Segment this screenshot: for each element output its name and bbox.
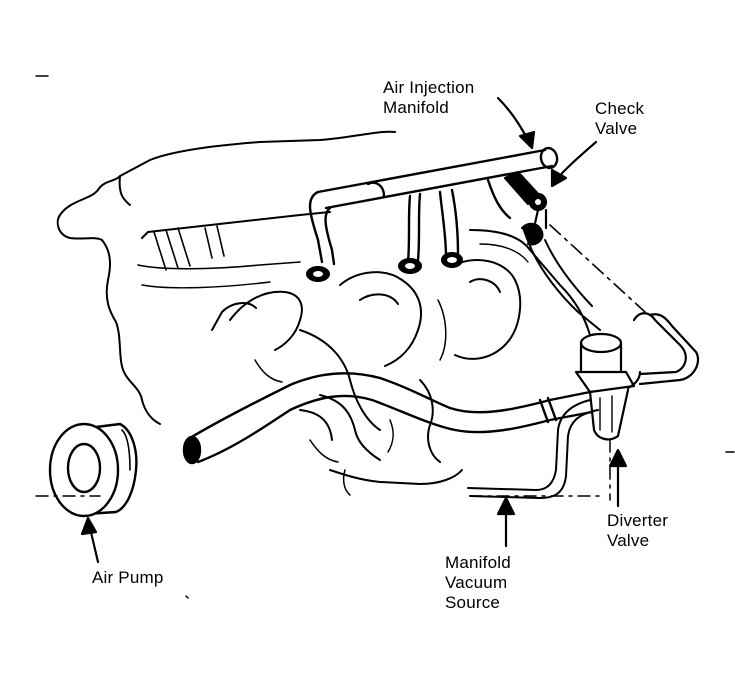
label-line: Vacuum — [445, 573, 508, 592]
reference-lines — [35, 75, 611, 501]
diverter-valve — [574, 312, 700, 441]
air-pump-label: Air Pump — [92, 568, 164, 588]
air-pump — [48, 422, 138, 518]
engine-block — [56, 130, 591, 425]
label-line: Air Pump — [92, 568, 164, 587]
air-injection-manifold-label: Air Injection Manifold — [383, 78, 474, 118]
label-line: Valve — [607, 531, 650, 550]
air-injection-manifold — [308, 146, 559, 266]
check-valve — [503, 170, 548, 246]
diverter-valve-label: Diverter Valve — [607, 511, 668, 551]
label-line: Air Injection — [383, 78, 475, 97]
label-line: Manifold — [383, 98, 449, 117]
label-line: Check — [595, 99, 645, 118]
leader-arrows — [80, 96, 628, 564]
manifold-vacuum-source-label: Manifold Vacuum Source — [445, 553, 511, 613]
check-valve-hose — [529, 224, 646, 331]
manifold-fittings — [306, 252, 463, 282]
label-line: Source — [445, 593, 501, 612]
vacuum-line — [467, 399, 599, 499]
label-line: Manifold — [445, 553, 511, 572]
check-valve-label: Check Valve — [595, 99, 644, 139]
main-air-hose — [182, 372, 594, 465]
stray-marks — [185, 451, 735, 599]
label-line: Valve — [595, 119, 638, 138]
label-line: Diverter — [607, 511, 669, 530]
exhaust-manifold — [211, 259, 522, 496]
